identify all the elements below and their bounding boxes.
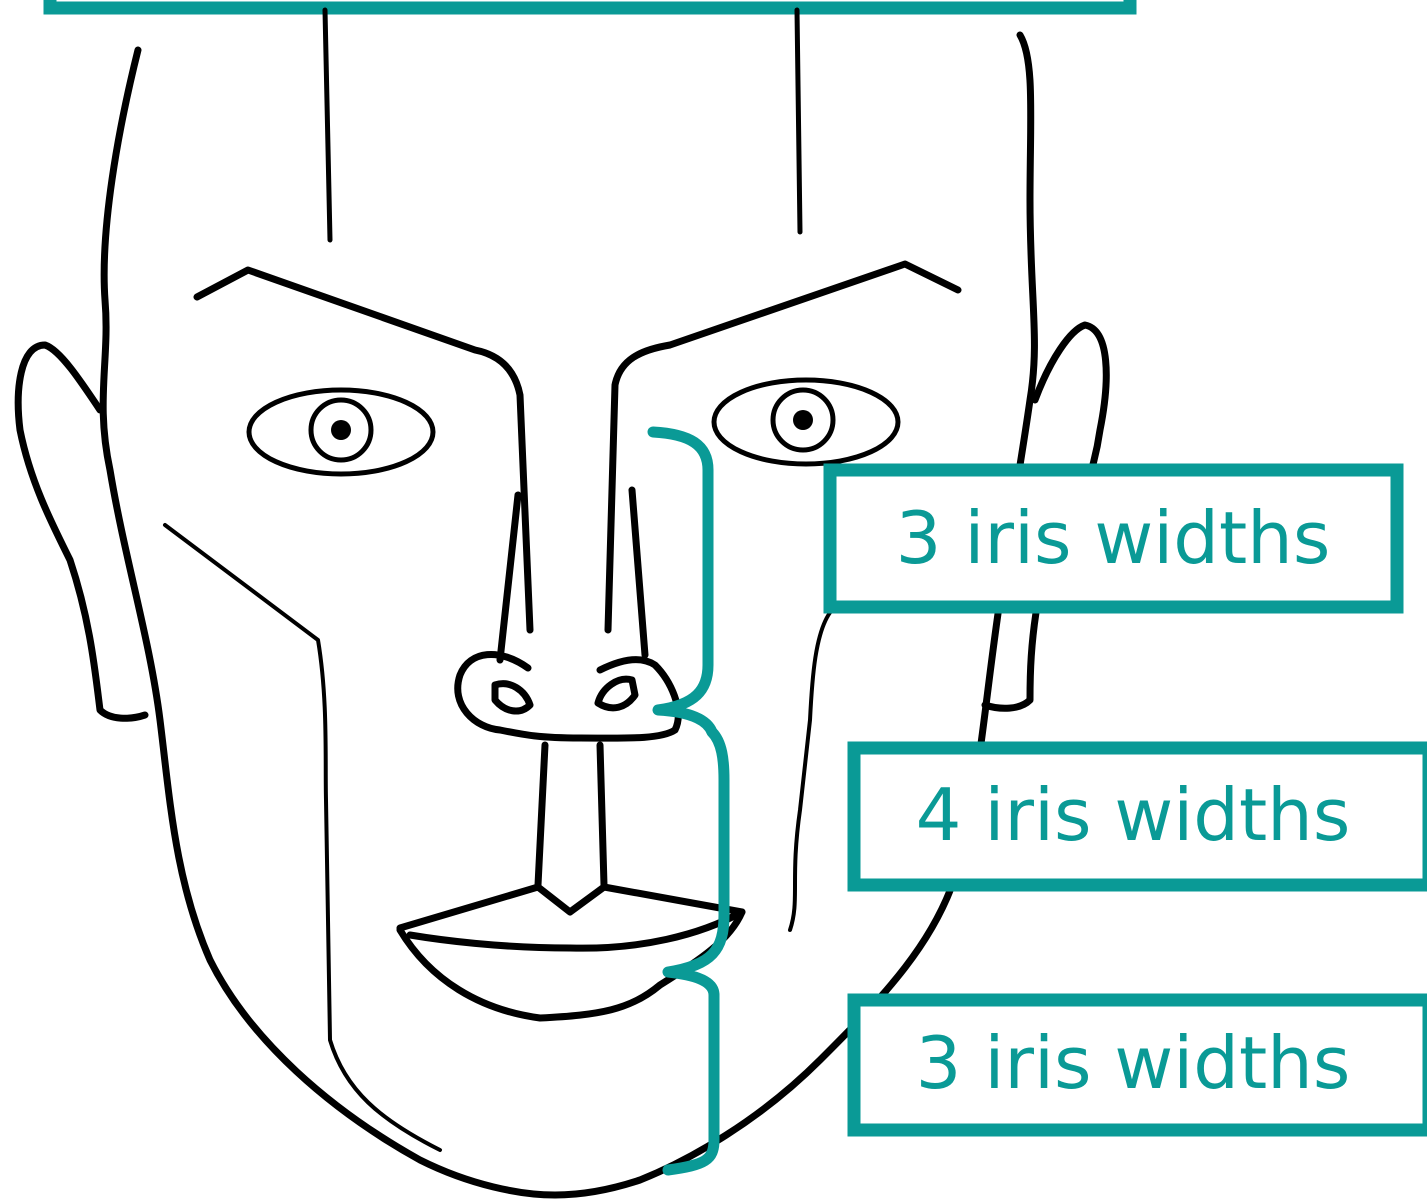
upper-lip: [400, 887, 742, 948]
right-pupil: [793, 410, 813, 430]
forehead-line-left: [325, 10, 330, 240]
nose-line-right: [632, 490, 645, 655]
left-nostril: [495, 684, 530, 711]
philtrum-right: [600, 745, 604, 885]
left-ear: [18, 345, 145, 718]
right-nostril: [598, 679, 635, 708]
measurement-braces: [653, 432, 724, 1170]
upper-brace: [653, 432, 712, 732]
left-pupil: [331, 420, 351, 440]
philtrum-left: [538, 745, 545, 885]
nose-line-left: [500, 495, 518, 660]
nose-base: [458, 654, 678, 738]
lower-measure-text: 3 iris widths: [916, 1021, 1351, 1105]
middle-measure-label: 4 iris widths: [854, 748, 1427, 885]
lower-measure-label: 3 iris widths: [854, 1000, 1427, 1130]
top-banner-box: [50, 0, 1130, 8]
middle-measure-text: 4 iris widths: [916, 773, 1351, 857]
middle-brace: [668, 732, 724, 995]
forehead-line-right: [797, 10, 800, 232]
upper-measure-text: 3 iris widths: [896, 496, 1331, 580]
right-cheek-line: [790, 610, 832, 930]
upper-measure-label: 3 iris widths: [830, 470, 1397, 607]
left-cheek-line: [165, 525, 440, 1150]
